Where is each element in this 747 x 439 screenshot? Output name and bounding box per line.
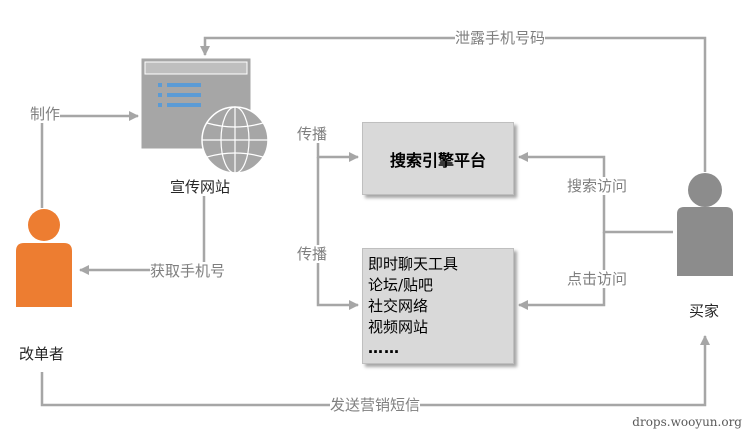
buyer-label: 买家 — [689, 302, 720, 320]
website-icon — [140, 57, 269, 174]
criminal-label: 改单者 — [19, 345, 65, 363]
spread-connector-bottom — [316, 157, 359, 310]
search-engine-platform-label: 搜索引擎平台 — [389, 150, 486, 170]
social-channels-box: 即时聊天工具 论坛/贴吧 社交网络 视频网站 …… — [362, 248, 514, 364]
make-connector — [40, 111, 139, 208]
channel-item: …… — [368, 339, 400, 357]
channel-item: 视频网站 — [368, 318, 429, 336]
edge-label-click-visit: 点击访问 — [567, 270, 628, 288]
edge-label-send-sms: 发送营销短信 — [330, 396, 421, 414]
criminal-person-icon — [16, 209, 72, 307]
channel-item: 即时聊天工具 — [368, 255, 459, 273]
edge-label-spread-2: 传播 — [297, 245, 328, 263]
channel-item: 社交网络 — [368, 297, 429, 315]
search-engine-platform-box: 搜索引擎平台 — [362, 122, 514, 195]
channel-item: 论坛/贴吧 — [368, 276, 434, 294]
watermark: drops.wooyun.org — [632, 415, 742, 429]
edge-label-make: 制作 — [30, 105, 61, 123]
buyer-person-icon — [677, 173, 733, 276]
edge-label-leak: 泄露手机号码 — [455, 29, 546, 47]
click-visit-connector — [518, 232, 606, 310]
edge-label-get-phone: 获取手机号 — [150, 262, 226, 280]
get-phone-connector — [79, 196, 206, 275]
edge-label-search-visit: 搜索访问 — [567, 177, 628, 195]
website-label: 宣传网站 — [170, 178, 231, 196]
edge-label-spread-1: 传播 — [297, 125, 328, 143]
